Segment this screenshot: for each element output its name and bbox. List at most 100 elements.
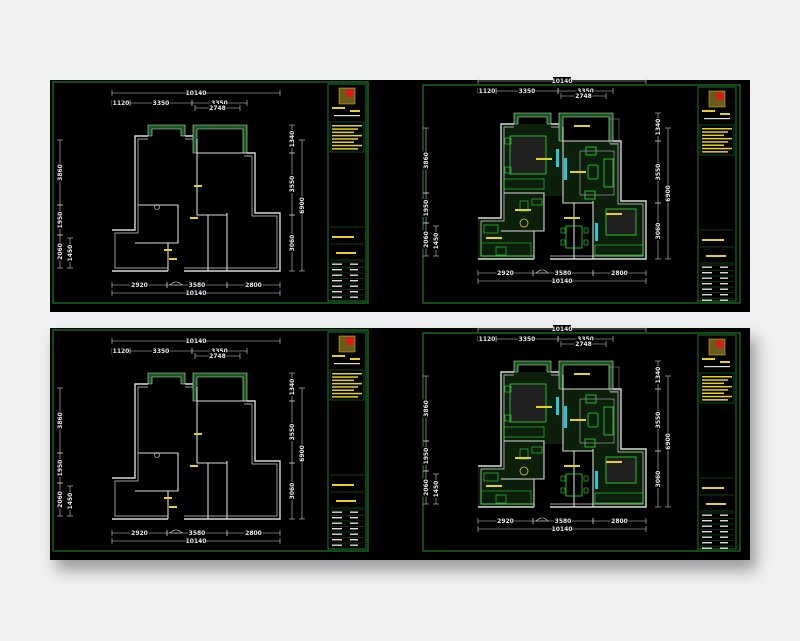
contact-mark xyxy=(704,118,730,120)
dimension-label-bg xyxy=(244,529,263,536)
notes-text-mark xyxy=(702,137,732,140)
dimension-label: 3860 xyxy=(423,400,430,417)
dimension-label-bg xyxy=(422,447,430,465)
chair-icon xyxy=(560,475,566,482)
chair-icon xyxy=(583,227,589,234)
dimension-label-bg xyxy=(496,269,515,276)
table-text-mark xyxy=(702,283,712,285)
exterior-wall xyxy=(478,123,647,260)
company-name-mark xyxy=(350,358,360,360)
notes-text-mark xyxy=(332,134,362,137)
chair-icon xyxy=(583,475,589,482)
dimension-label: 3580 xyxy=(189,530,206,537)
table-text-mark xyxy=(332,544,342,546)
nightstand-icon xyxy=(504,137,512,145)
dimension-label-bg xyxy=(496,517,515,524)
sheet-border-furnished-plan-1 xyxy=(422,84,741,304)
wardrobe-icon xyxy=(594,492,644,504)
balcony-left xyxy=(147,124,186,137)
entrance-door-icon xyxy=(169,281,183,286)
logo-red-circle xyxy=(346,337,354,345)
dimension-label-bg xyxy=(288,130,296,148)
interior-wall xyxy=(504,440,545,445)
notes-text-mark xyxy=(702,392,724,394)
balcony-left xyxy=(513,112,552,125)
title-block-frame xyxy=(327,331,367,550)
table-text-mark xyxy=(720,277,728,279)
chair-icon xyxy=(583,239,589,246)
dimension-label-bg xyxy=(576,87,595,94)
dimension-label: 2920 xyxy=(497,270,514,277)
dimension-label: 2060 xyxy=(423,231,430,248)
table-text-mark xyxy=(350,274,358,276)
wardrobe-icon xyxy=(594,244,644,256)
dimension-label-bg xyxy=(210,347,229,354)
dimension-label: 10140 xyxy=(552,278,573,285)
table-text-mark xyxy=(702,525,712,527)
dimension-label: 1450 xyxy=(433,233,440,250)
shower-icon xyxy=(519,466,529,476)
dimension-label: 2920 xyxy=(131,530,148,537)
balcony-left xyxy=(147,372,186,385)
table-text-mark xyxy=(350,544,358,546)
dimension-label: 3060 xyxy=(289,483,296,500)
dimension-label-bg xyxy=(188,529,206,536)
notes-text-mark xyxy=(332,396,358,398)
dimension-label-bg xyxy=(56,242,64,261)
dimension-label-bg xyxy=(130,529,149,536)
counter-icon xyxy=(480,242,532,257)
project-name-mark xyxy=(702,487,724,489)
interior-wall xyxy=(562,127,593,204)
notes-text-mark xyxy=(702,376,732,378)
dimension-label: 1950 xyxy=(57,212,64,229)
dimension-label: 3580 xyxy=(189,282,206,289)
notes-text-mark xyxy=(332,379,354,382)
notes-text-mark xyxy=(702,141,728,143)
dimension-label: 10140 xyxy=(186,90,207,97)
notes-text-mark xyxy=(702,147,732,150)
wardrobe-icon xyxy=(503,178,545,190)
dimension-label-bg xyxy=(610,269,629,276)
sink-icon xyxy=(483,224,499,234)
notes-box xyxy=(699,372,735,404)
drawing-sheet-strip-bottom xyxy=(50,328,750,560)
outlet-mark xyxy=(164,249,172,251)
dimension-label: 10140 xyxy=(552,78,573,85)
notes-text-mark xyxy=(702,134,724,137)
dimension-label: 2800 xyxy=(245,530,262,537)
dimension-label: 2800 xyxy=(611,518,628,525)
logo-red-circle xyxy=(346,89,354,97)
dimension-label: 3060 xyxy=(289,235,296,252)
dimension-label-bg xyxy=(554,269,572,276)
table-text-mark xyxy=(702,277,712,279)
shower-icon xyxy=(519,218,529,228)
dimension-label: 10140 xyxy=(186,338,207,345)
dimension-label: 6900 xyxy=(299,197,306,214)
coffee-table-icon xyxy=(587,412,599,428)
title-block-frame xyxy=(697,334,737,550)
title-block-frame xyxy=(697,86,737,302)
tv-icon xyxy=(595,471,598,489)
table-text-mark xyxy=(702,542,712,544)
dimension-label: 6900 xyxy=(665,433,672,450)
dimension-label-bg xyxy=(654,163,662,181)
table-text-mark xyxy=(332,511,342,513)
dimension-label-bg xyxy=(112,347,130,354)
drawing-name-mark xyxy=(706,255,726,257)
balcony-right xyxy=(192,124,248,154)
table-text-mark xyxy=(720,531,728,533)
chair-icon xyxy=(560,227,566,234)
outlet-mark xyxy=(190,217,198,219)
contact-mark xyxy=(334,115,360,117)
room-label-mark xyxy=(574,373,590,375)
sink-icon xyxy=(531,198,543,206)
dimension-label-bg xyxy=(288,423,296,441)
dimension-label: 2920 xyxy=(497,518,514,525)
dimension-label: 2748 xyxy=(209,105,226,112)
armchair-icon xyxy=(585,394,597,404)
dimension-label-bg xyxy=(664,432,672,451)
outlet-mark xyxy=(169,506,177,508)
